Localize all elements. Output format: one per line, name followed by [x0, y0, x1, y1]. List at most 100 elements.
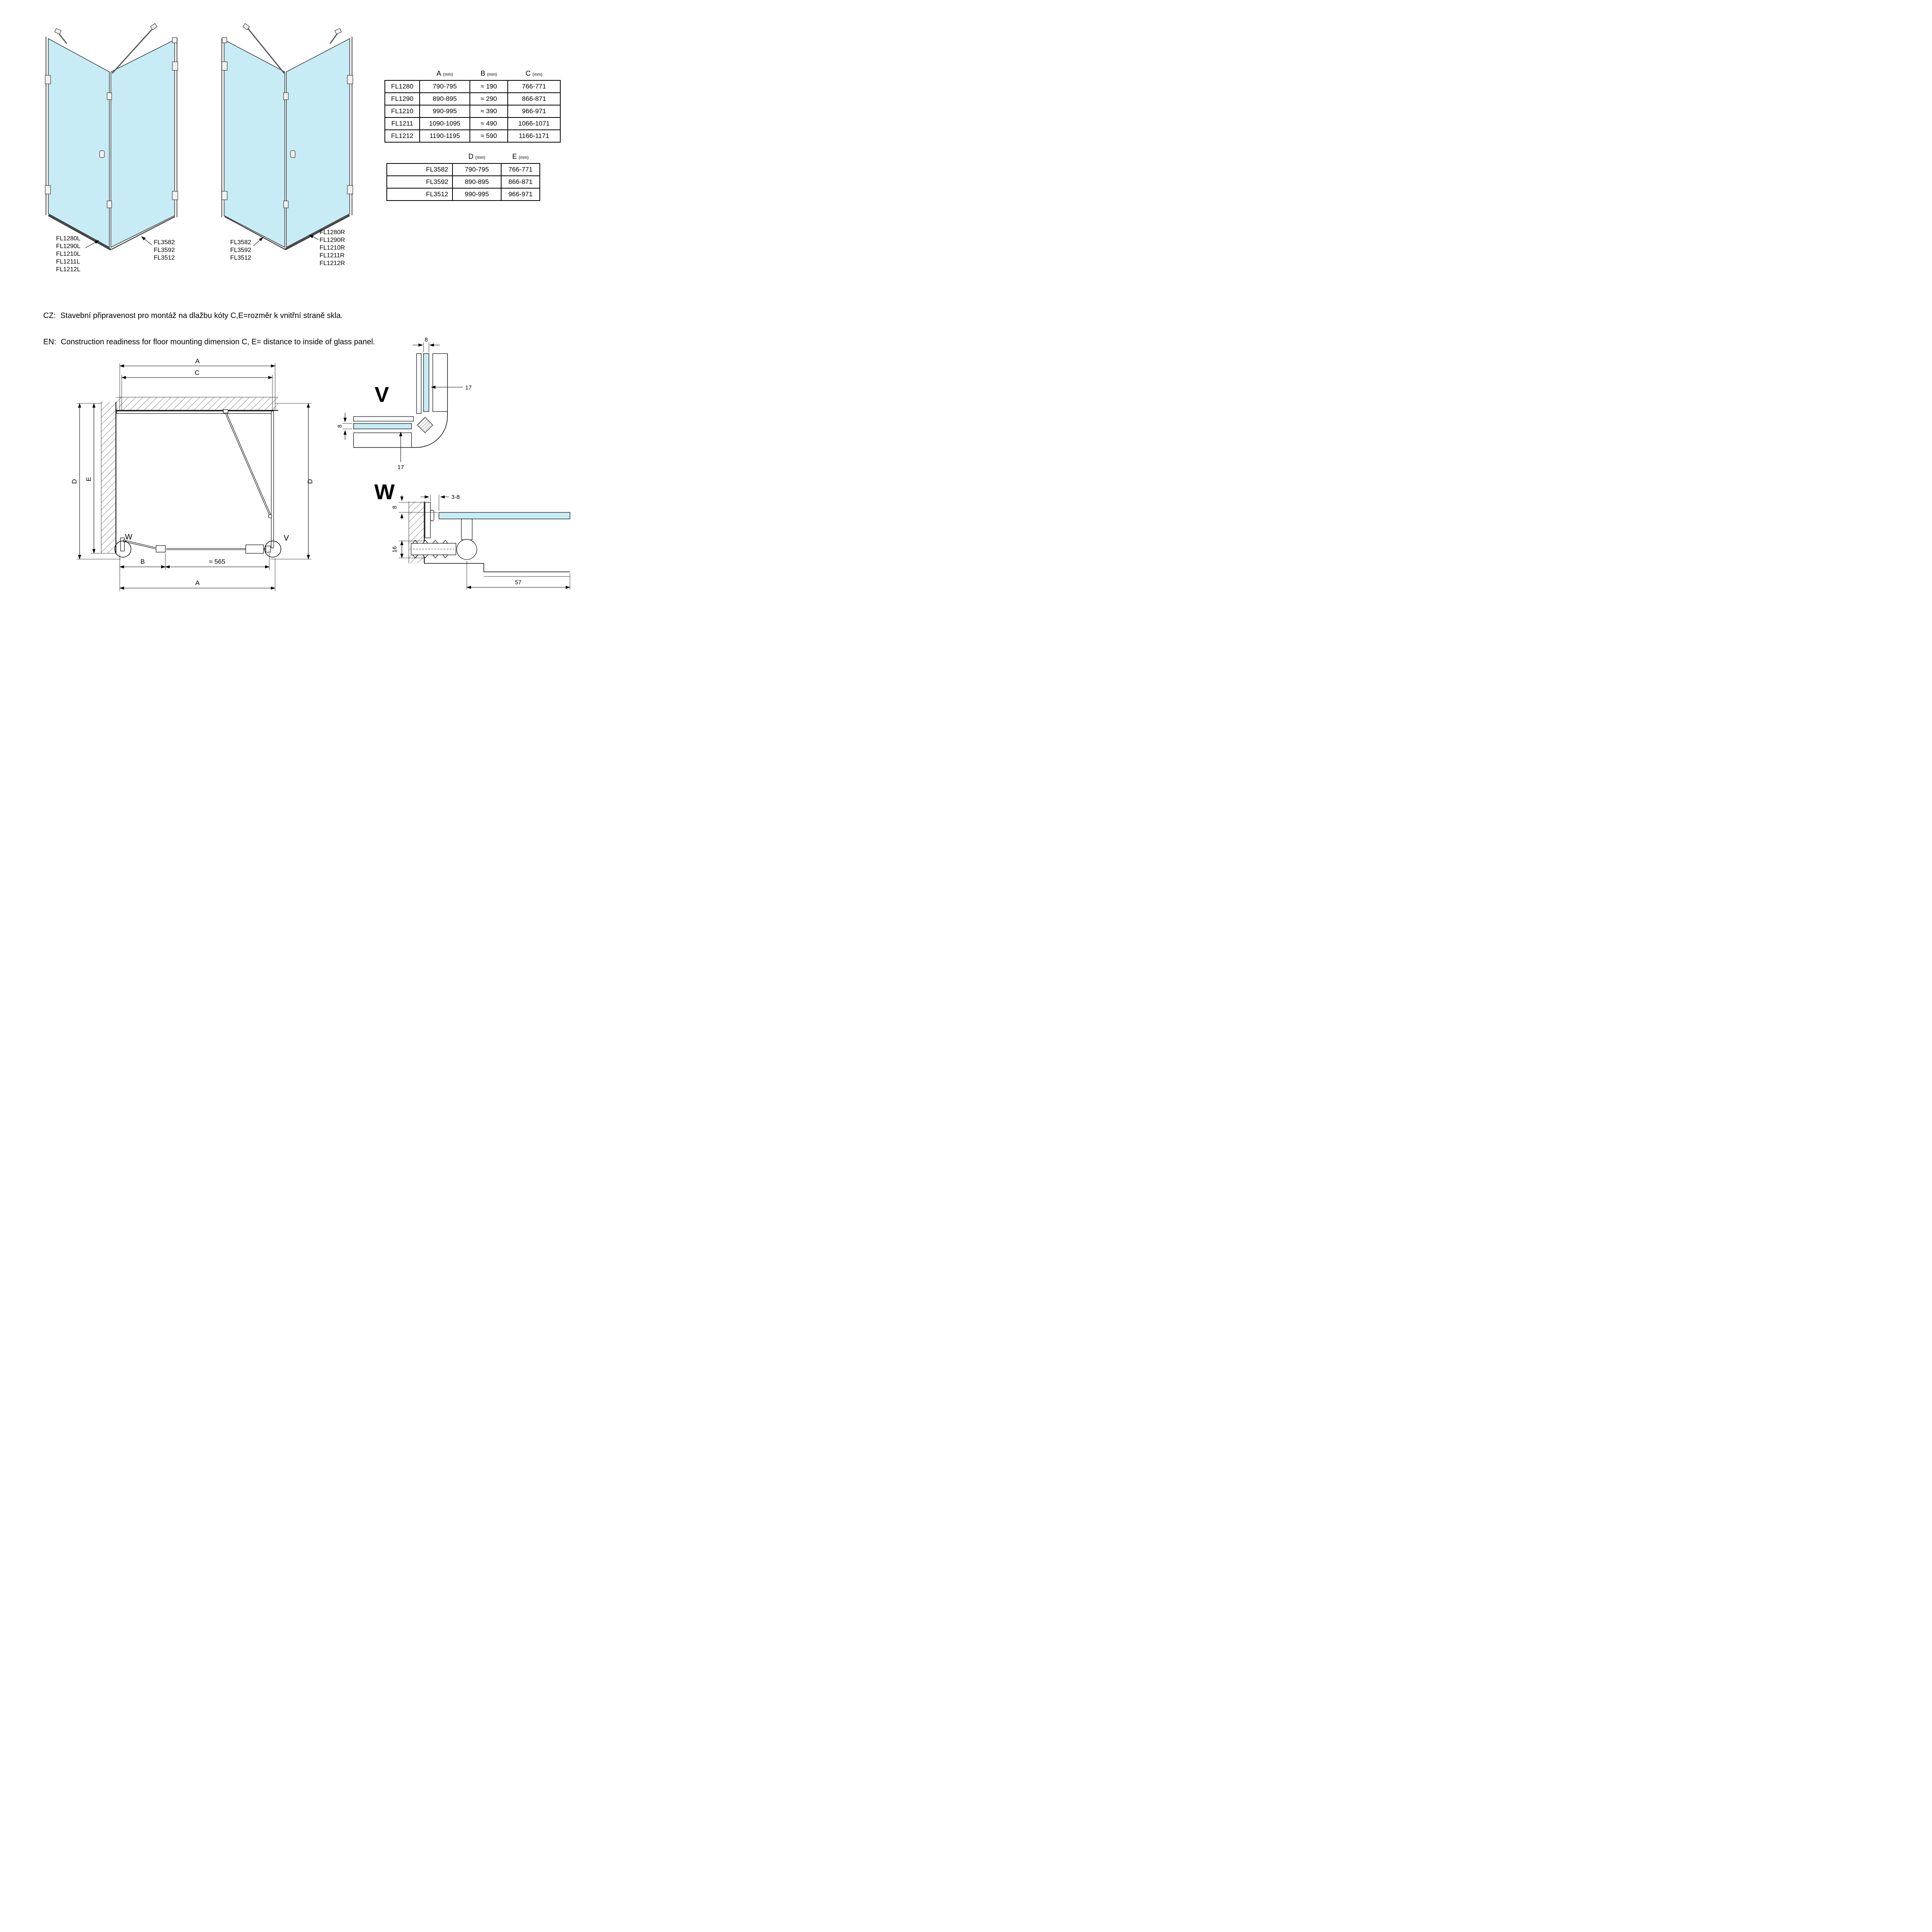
header-unit: (mm) — [532, 72, 543, 77]
wall-hatch-left — [101, 402, 116, 553]
dim-label-a-top: A — [195, 357, 200, 365]
detail-ref-v: V — [284, 534, 289, 543]
table-cell: 766-771 — [501, 163, 540, 176]
detail-v-letter: V — [374, 382, 389, 406]
corner-outer-profile — [354, 354, 448, 448]
glass-section-horizontal — [353, 423, 412, 429]
ceiling-bracket — [150, 23, 158, 30]
hinge-bracket-section — [461, 519, 473, 540]
glass-door-panel — [286, 38, 350, 248]
anchor-rib — [412, 540, 418, 544]
table-cell: 766-771 — [507, 80, 561, 93]
dim-label-a-bottom: A — [195, 579, 200, 587]
anchor-rib — [442, 540, 449, 544]
wall-bracket — [172, 191, 178, 200]
wall-arm-plan-inner — [124, 540, 156, 549]
corner-clamp — [283, 201, 289, 208]
table-cell: 1066-1071 — [507, 117, 561, 130]
drawings-svg: FL1280L FL1290L FL1210L FL1211L FL1212L … — [45, 23, 570, 591]
profile-bar — [416, 353, 422, 414]
dim-label-3-8: 3-8 — [451, 494, 460, 500]
table-cell-model: FL3512 — [386, 188, 453, 201]
model-label: FL1211R — [320, 252, 345, 259]
ceiling-bracket — [54, 28, 62, 35]
table-row: FL1290 890-895 ≈ 290 866-871 — [384, 92, 561, 105]
anchor-rib — [422, 540, 429, 544]
note-en-prefix: EN: — [43, 338, 56, 346]
table-cell: ≈ 190 — [469, 80, 508, 93]
dim-label-16: 16 — [391, 546, 398, 553]
right-enclosure-drawing — [221, 23, 353, 250]
support-bar-pivot — [268, 514, 272, 519]
table-cell-model: FL1280 — [384, 80, 420, 93]
wall-bracket — [221, 191, 228, 200]
anchor-rib — [432, 540, 439, 544]
corner-clamp — [107, 92, 112, 100]
dim-label-8-top: 8 — [425, 337, 428, 343]
glass-door-panel — [48, 38, 110, 248]
table-cell-model: FL1210 — [384, 105, 420, 118]
table-header-b: B (mm) — [470, 69, 508, 80]
table-row: FL1280 790-795 ≈ 190 766-771 — [384, 80, 561, 93]
table-header-empty — [385, 69, 420, 80]
header-unit: (mm) — [519, 155, 529, 160]
table-cell: ≈ 390 — [469, 105, 508, 118]
table-de: D (mm) E (mm) FL3582 790-795 766-771 FL3… — [386, 152, 540, 201]
glass-section — [439, 512, 570, 519]
table-header-row: A (mm) B (mm) C (mm) — [385, 69, 560, 80]
header-unit: (mm) — [487, 72, 497, 77]
anchor-rib — [422, 554, 429, 558]
corner-clamp — [283, 92, 289, 100]
door-handle — [99, 150, 105, 158]
note-cz: CZ:Stavební připravenost pro montáž na d… — [43, 311, 343, 320]
header-letter: B — [480, 70, 485, 77]
anchor-rib — [442, 554, 449, 558]
note-en-text: Construction readiness for floor mountin… — [61, 338, 375, 346]
header-letter: E — [512, 153, 517, 160]
model-label: FL3592 — [154, 247, 175, 253]
model-label: FL1211L — [56, 259, 80, 265]
wall-profile-plan — [120, 537, 125, 551]
table-cell: 990-995 — [419, 105, 470, 118]
detail-w-letter: W — [374, 480, 395, 504]
support-bar-plan-inner — [225, 413, 271, 515]
detail-circle-w — [114, 541, 131, 558]
support-bar-mount — [223, 409, 228, 413]
bottom-rail-door — [48, 214, 111, 250]
bottom-rail-door — [284, 214, 350, 250]
table-row: FL1212 1190-1195 ≈ 590 1166-1171 — [384, 129, 561, 143]
model-label: FL1212L — [56, 266, 80, 273]
table-header-c: C (mm) — [508, 69, 560, 80]
dim-label-17-bottom: 17 — [398, 464, 404, 471]
detail-circle-v — [264, 541, 281, 558]
table-cell: 966-971 — [507, 105, 561, 118]
table-cell-model: FL1290 — [384, 92, 420, 105]
corner-clamp-section — [417, 417, 433, 433]
table-cell: 866-871 — [507, 92, 561, 105]
model-label: FL3592 — [230, 247, 251, 253]
header-unit: (mm) — [443, 72, 453, 77]
cover-profile — [432, 353, 448, 412]
ceiling-bracket — [242, 23, 250, 30]
ceiling-bracket — [334, 28, 342, 35]
cover-profile — [353, 432, 412, 448]
detail-ref-w: W — [125, 533, 133, 541]
table-cell: 1090-1095 — [419, 117, 470, 130]
support-rod — [112, 27, 154, 74]
table-abc: A (mm) B (mm) C (mm) FL1280 790-795 ≈ 19… — [384, 69, 561, 143]
table-cell: 866-871 — [501, 175, 540, 189]
table-cell: ≈ 590 — [469, 129, 508, 143]
leader-arrow — [253, 237, 264, 246]
model-label: FL1280R — [320, 229, 345, 236]
dim-label-door-width: ≈ 565 — [209, 558, 225, 565]
detail-v-drawing: V 8 17 8 17 — [337, 337, 472, 471]
table-cell: ≈ 290 — [469, 92, 508, 105]
model-label: FL1290R — [320, 237, 345, 243]
table-row: FL1210 990-995 ≈ 390 966-971 — [384, 105, 561, 118]
note-en: EN: Construction readiness for floor moun… — [43, 338, 375, 347]
bottom-rail-side — [224, 216, 286, 250]
table-cell: 890-895 — [419, 92, 470, 105]
hinge — [347, 185, 353, 194]
table-header-empty — [387, 152, 452, 163]
floor-step — [483, 563, 570, 572]
